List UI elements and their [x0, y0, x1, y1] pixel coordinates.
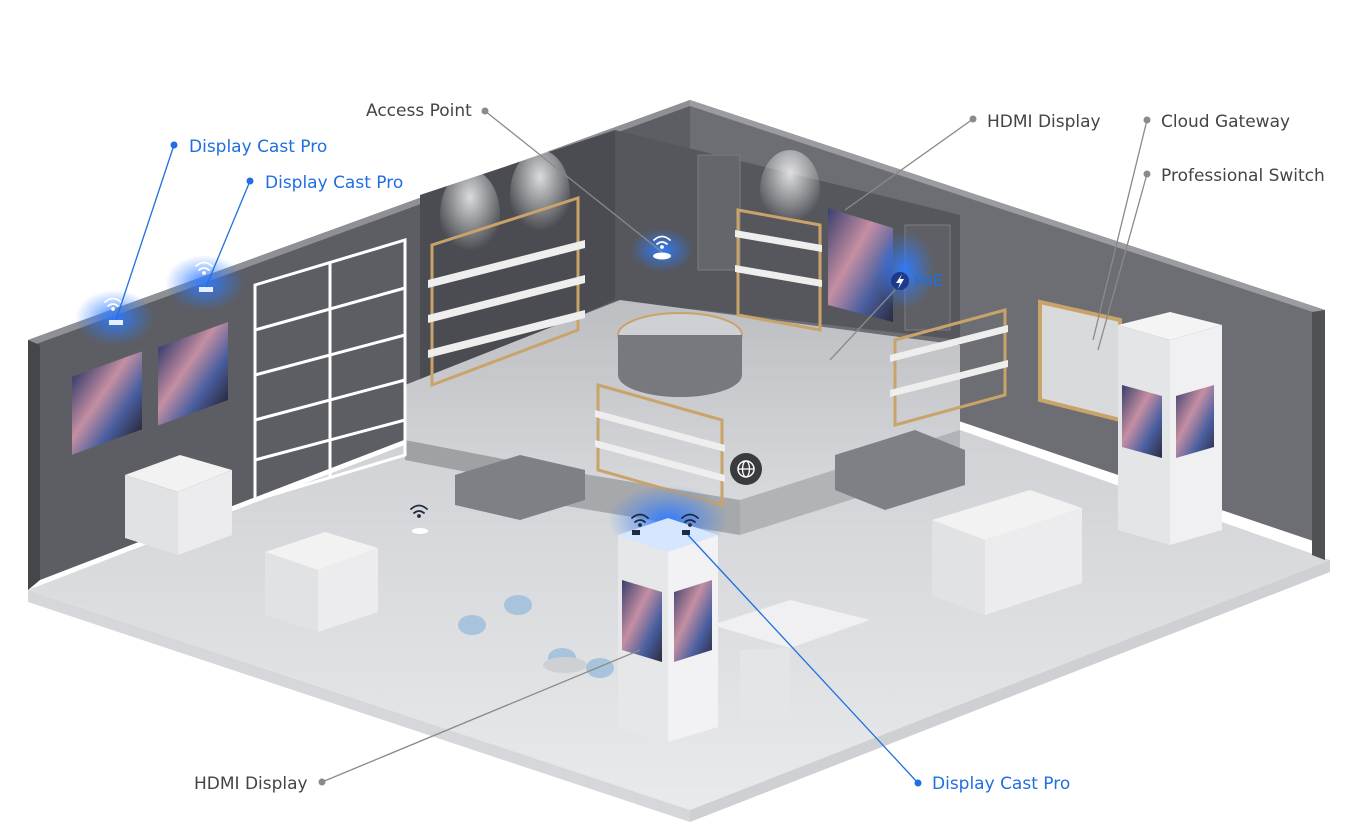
lounge-chairs	[458, 595, 614, 678]
access-point-device	[653, 252, 671, 260]
wifi-icon	[195, 261, 213, 275]
callout-display-cast-pro-bottom: Display Cast Pro	[932, 774, 1071, 794]
wifi-icon	[410, 504, 428, 518]
glow-device-1	[75, 290, 155, 346]
glow-poe	[875, 230, 935, 310]
callout-hdmi-display-top: HDMI Display	[987, 112, 1101, 132]
globe-icon	[730, 453, 762, 485]
wall-display-back	[828, 208, 893, 322]
wifi-icon	[631, 513, 649, 527]
display-pillar-center	[608, 485, 728, 742]
callout-access-point: Access Point	[366, 101, 472, 121]
shelving-left	[253, 237, 407, 503]
leader-cloud-gateway	[1092, 119, 1148, 341]
leader-access-point	[484, 110, 663, 253]
callout-display-cast-pro-1: Display Cast Pro	[189, 137, 328, 157]
leader-dcp-2	[205, 180, 251, 288]
leader-dcp-bottom	[687, 534, 919, 784]
leader-hdmi-top	[844, 118, 974, 211]
console-left	[125, 455, 232, 555]
wifi-icon	[653, 235, 671, 249]
poe-badge-label: PoE	[914, 271, 943, 290]
pillar-device-2	[682, 530, 690, 535]
wifi-icon	[104, 297, 122, 311]
display-pillar-right	[1118, 312, 1222, 545]
counter-front	[712, 600, 870, 720]
shelving-right-back	[735, 208, 822, 332]
leader-professional-switch	[1097, 173, 1148, 351]
leader-lines	[115, 107, 1151, 787]
shelving-right	[890, 308, 1008, 427]
leader-hdmi-bottom	[321, 649, 641, 783]
wifi-icon	[681, 513, 699, 527]
display-table	[617, 312, 743, 397]
back-room-window	[1038, 299, 1122, 423]
pillar-device-1	[632, 530, 640, 535]
console-right	[932, 490, 1082, 615]
callout-cloud-gateway: Cloud Gateway	[1161, 112, 1291, 132]
shelving-back	[428, 195, 585, 388]
display-cast-device-2	[199, 287, 213, 292]
callout-display-cast-pro-2: Display Cast Pro	[265, 173, 404, 193]
callout-professional-switch: Professional Switch	[1161, 166, 1325, 186]
glow-device-2	[165, 255, 245, 311]
wall-display-left-2	[158, 322, 228, 426]
display-cast-device-1	[109, 320, 123, 325]
access-point-floor	[412, 528, 428, 534]
console-front	[265, 532, 378, 632]
wall-display-left-1	[72, 351, 142, 455]
lightning-icon	[891, 272, 909, 290]
leader-dcp-1	[115, 144, 175, 321]
leader-poe	[829, 289, 896, 361]
callout-hdmi-display-bottom: HDMI Display	[194, 774, 308, 794]
